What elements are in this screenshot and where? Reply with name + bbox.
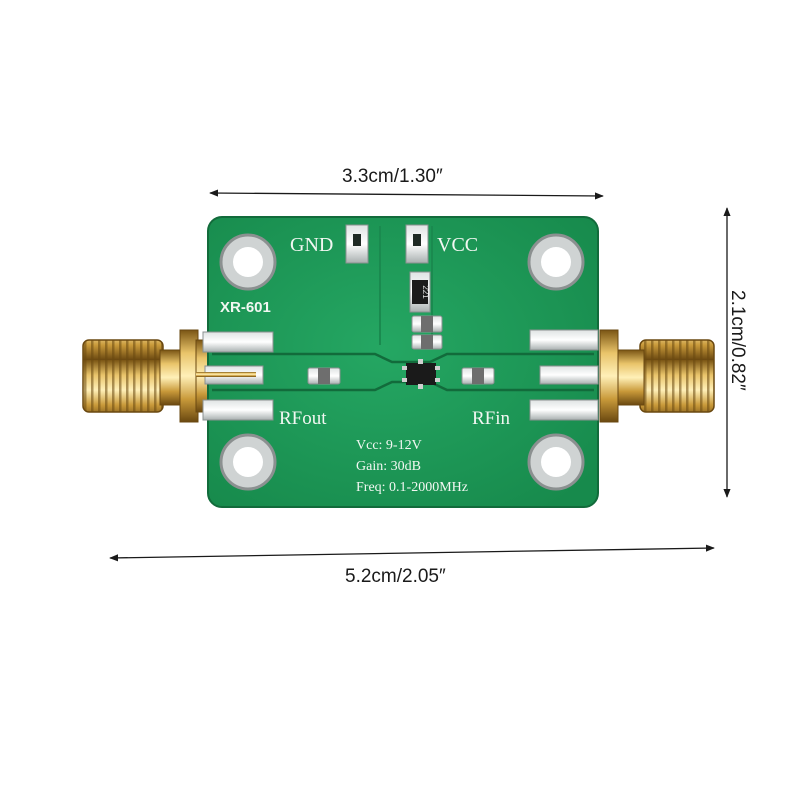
model-label: XR-601: [220, 299, 271, 316]
rfin-edge-pads: [529, 329, 599, 421]
spec-vcc: Vcc: 9-12V: [356, 438, 422, 453]
mounting-hole-top-right: [527, 233, 585, 291]
spec-freq: Freq: 0.1-2000MHz: [356, 480, 468, 495]
smd-capacitor-mid: [411, 334, 443, 350]
sma-connector-right: [599, 329, 715, 423]
overall-length-arrow: [109, 544, 715, 562]
overall-length-label: 5.2cm/2.05″: [345, 566, 446, 587]
smd-capacitor-right: [461, 367, 495, 385]
pcb-board: 221: [196, 216, 599, 508]
vcc-label: VCC: [437, 234, 478, 256]
smd-resistor: 221: [409, 271, 431, 313]
rfout-label: RFout: [279, 408, 327, 429]
mounting-hole-bottom-right: [527, 433, 585, 491]
smd-capacitor-left: [307, 367, 341, 385]
resistor-code: 221: [421, 285, 430, 299]
vcc-pad: [405, 224, 429, 264]
board-width-arrow: [209, 189, 604, 200]
rfin-label: RFin: [472, 408, 511, 429]
rfout-edge-pads: [196, 331, 274, 421]
sma-connector-left: [82, 329, 211, 423]
gnd-label: GND: [290, 234, 333, 256]
spec-gain: Gain: 30dB: [356, 459, 421, 474]
board-width-label: 3.3cm/1.30″: [342, 166, 443, 187]
gnd-pad: [345, 224, 369, 264]
mounting-hole-top-left: [219, 233, 277, 291]
smd-capacitor-top: [411, 315, 443, 333]
amplifier-chip: [402, 359, 440, 389]
mounting-hole-bottom-left: [219, 433, 277, 491]
